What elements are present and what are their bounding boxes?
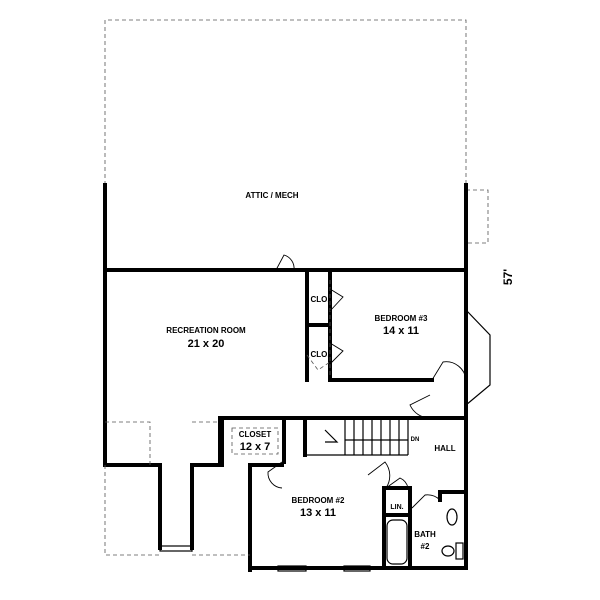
closet-label: CLOSET: [239, 430, 272, 439]
stair: [303, 416, 409, 457]
bedroom3-label: BEDROOM #3: [375, 314, 428, 323]
porch-outline: [104, 421, 250, 556]
bedroom2-size: 13 x 11: [300, 507, 336, 519]
bedroom3-size: 14 x 11: [383, 325, 419, 337]
bath-walls: [382, 486, 468, 570]
recreation-room-label: RECREATION ROOM: [166, 326, 246, 335]
closet-size: 12 x 7: [240, 441, 271, 453]
bath2-number: #2: [421, 542, 430, 551]
closet-a-label: CLO.: [310, 295, 329, 304]
depth-dimension-label: 57': [501, 269, 515, 285]
attic-label: ATTIC / MECH: [245, 191, 298, 200]
bedroom3-walls: [305, 268, 434, 382]
attic-outline: [104, 19, 489, 265]
exterior-walls: [103, 183, 468, 572]
hall-label: HALL: [434, 444, 455, 453]
bedroom2-label: BEDROOM #2: [292, 496, 345, 505]
doors: [267, 254, 491, 509]
linen-label: LIN.: [390, 504, 403, 511]
closet-walls: [220, 416, 286, 467]
recreation-room-size: 21 x 20: [188, 338, 225, 350]
windows: [277, 565, 371, 572]
bath2-label: BATH: [414, 530, 436, 539]
closet-b-label: CLO.: [310, 350, 329, 359]
stair-label: DN: [411, 437, 420, 443]
